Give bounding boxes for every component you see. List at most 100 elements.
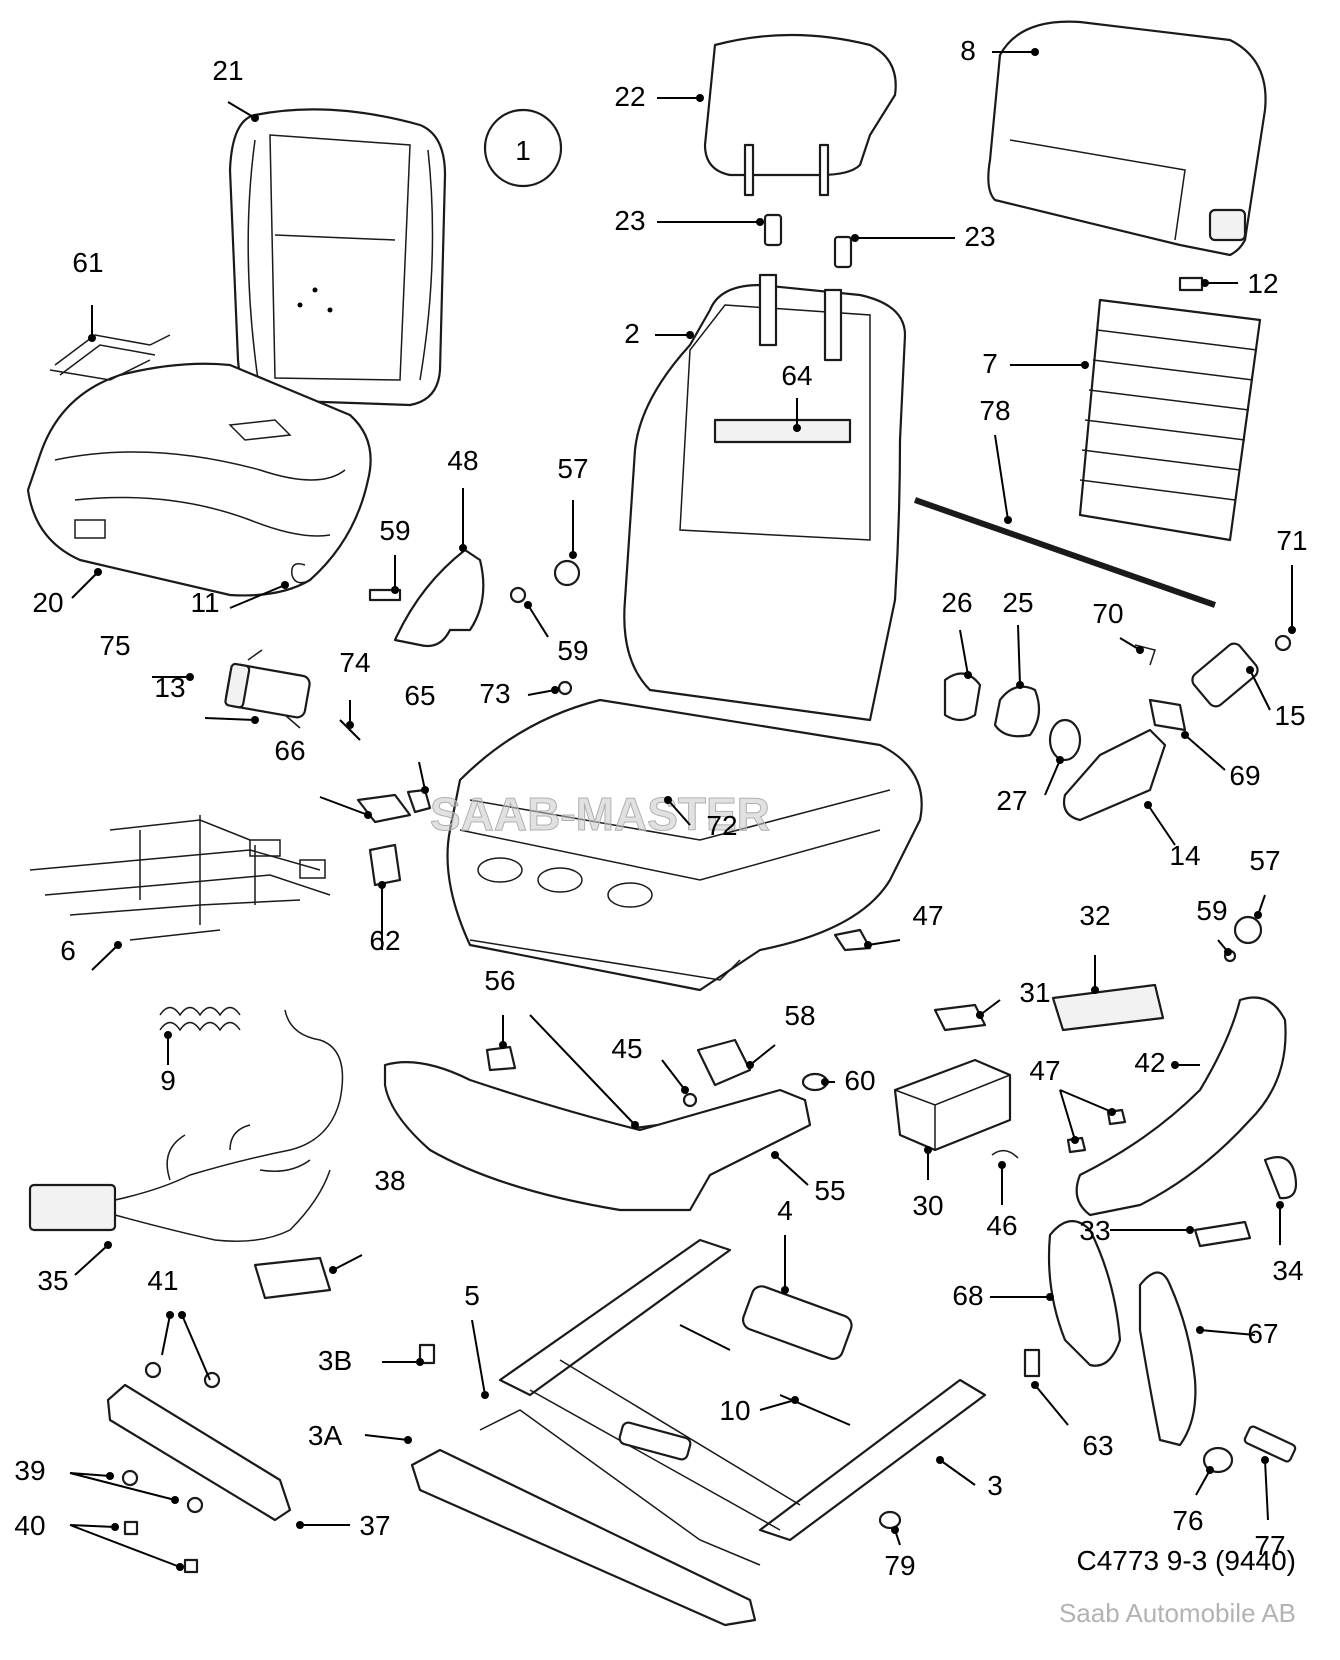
callout-73: 73: [479, 678, 510, 709]
part-screw-40a: [123, 1520, 139, 1536]
part-wiring-harness: [28, 1009, 344, 1242]
callout-64: 64: [781, 360, 812, 391]
part-nut-39a: [121, 1469, 139, 1487]
callout-37: 37: [359, 1510, 390, 1541]
part-grommet-57: [553, 559, 581, 587]
callout-23: 23: [614, 205, 645, 236]
part-heating-pad: [49, 334, 171, 381]
part-bolt-59: [368, 588, 402, 602]
part-seat-frame: [446, 698, 923, 992]
callout-60: 60: [844, 1065, 875, 1096]
callout-2: 2: [624, 318, 640, 349]
part-recliner-14: [1062, 728, 1167, 822]
part-nut-73: [557, 680, 573, 696]
part-backrest-frame: [623, 273, 907, 722]
part-screw-63: [1023, 1348, 1041, 1378]
part-knob-34: [1263, 1156, 1298, 1200]
callout-23: 23: [964, 221, 995, 252]
callout-62: 62: [369, 925, 400, 956]
part-cover-69: [1148, 698, 1187, 732]
part-side-trim-42: [1075, 996, 1287, 1217]
callout-30: 30: [912, 1190, 943, 1221]
view-marker-number: 1: [515, 135, 531, 166]
callout-41: 41: [147, 1265, 178, 1296]
part-seat-cushion: [26, 362, 372, 597]
part-sensor-58: [696, 1038, 752, 1087]
callout-47: 47: [912, 900, 943, 931]
part-gearbox: [618, 1421, 692, 1461]
callout-21: 21: [212, 55, 243, 86]
callout-68: 68: [952, 1280, 983, 1311]
callout-5: 5: [464, 1280, 480, 1311]
callout-63: 63: [1082, 1430, 1113, 1461]
callout-70: 70: [1092, 598, 1123, 629]
callout-42: 42: [1134, 1047, 1165, 1078]
callout-61: 61: [72, 247, 103, 278]
callout-4: 4: [777, 1195, 793, 1226]
part-rail-cover-3a: [410, 1448, 757, 1627]
leader-lines: [69, 51, 1293, 1568]
callout-78: 78: [979, 395, 1010, 426]
callout-32: 32: [1079, 900, 1110, 931]
callout-35: 35: [37, 1265, 68, 1296]
callout-6: 6: [60, 935, 76, 966]
callout-10: 10: [719, 1395, 750, 1426]
callout-71: 71: [1276, 525, 1307, 556]
part-cover-26: [943, 672, 982, 722]
part-nut-59b: [509, 586, 527, 604]
part-nut-45: [682, 1092, 698, 1108]
part-screw-40b: [183, 1558, 199, 1574]
part-clip-56a: [485, 1045, 517, 1072]
part-motor-4: [741, 1285, 853, 1361]
callout-38: 38: [374, 1165, 405, 1196]
part-bolt-77: [1243, 1425, 1297, 1463]
callout-22: 22: [614, 81, 645, 112]
part-connector-38: [253, 1256, 332, 1300]
callout-65: 65: [404, 680, 435, 711]
callout-3B: 3B: [318, 1345, 352, 1376]
callout-7: 7: [982, 348, 998, 379]
part-spring-9: [159, 1006, 241, 1032]
part-pin-74: [339, 719, 361, 741]
callout-15: 15: [1274, 700, 1305, 731]
watermark-text: SAAB-MASTER: [430, 788, 770, 840]
callout-27: 27: [996, 785, 1027, 816]
callout-12: 12: [1247, 268, 1278, 299]
part-motor-15: [1191, 642, 1259, 708]
company-name: Saab Automobile AB: [1058, 1598, 1296, 1628]
callout-69: 69: [1229, 760, 1260, 791]
callout-75: 75: [99, 630, 130, 661]
part-trim-37: [106, 1361, 292, 1522]
callout-20: 20: [32, 587, 63, 618]
callout-66: 66: [274, 735, 305, 766]
part-seat-rails: [479, 1238, 987, 1566]
part-clip-11: [291, 563, 306, 584]
part-headrest: [703, 33, 897, 197]
callout-34: 34: [1272, 1255, 1303, 1286]
part-screw-12: [1178, 276, 1204, 292]
callout-47: 47: [1029, 1055, 1060, 1086]
callout-79: 79: [884, 1550, 915, 1581]
part-nut-79: [878, 1510, 902, 1530]
callout-57: 57: [557, 453, 588, 484]
callout-74: 74: [339, 647, 370, 678]
part-grommet-57b: [1233, 915, 1263, 945]
callout-8: 8: [960, 35, 976, 66]
callout-39: 39: [14, 1455, 45, 1486]
part-backrest-cover: [228, 108, 447, 407]
part-knob-25: [993, 685, 1041, 738]
part-nut-39b: [186, 1496, 204, 1514]
callout-25: 25: [1002, 587, 1033, 618]
callout-67: 67: [1247, 1318, 1278, 1349]
part-screw-3b: [418, 1343, 436, 1365]
part-front-trim-55: [383, 1061, 812, 1212]
part-motor-13: [224, 649, 311, 729]
callout-76: 76: [1172, 1505, 1203, 1536]
callout-26: 26: [941, 587, 972, 618]
part-back-panel: [987, 20, 1267, 257]
drawing-code: C4773 9-3 (9440): [1076, 1545, 1296, 1576]
callout-48: 48: [447, 445, 478, 476]
callout-45: 45: [611, 1033, 642, 1064]
part-clip-31: [933, 1003, 987, 1032]
